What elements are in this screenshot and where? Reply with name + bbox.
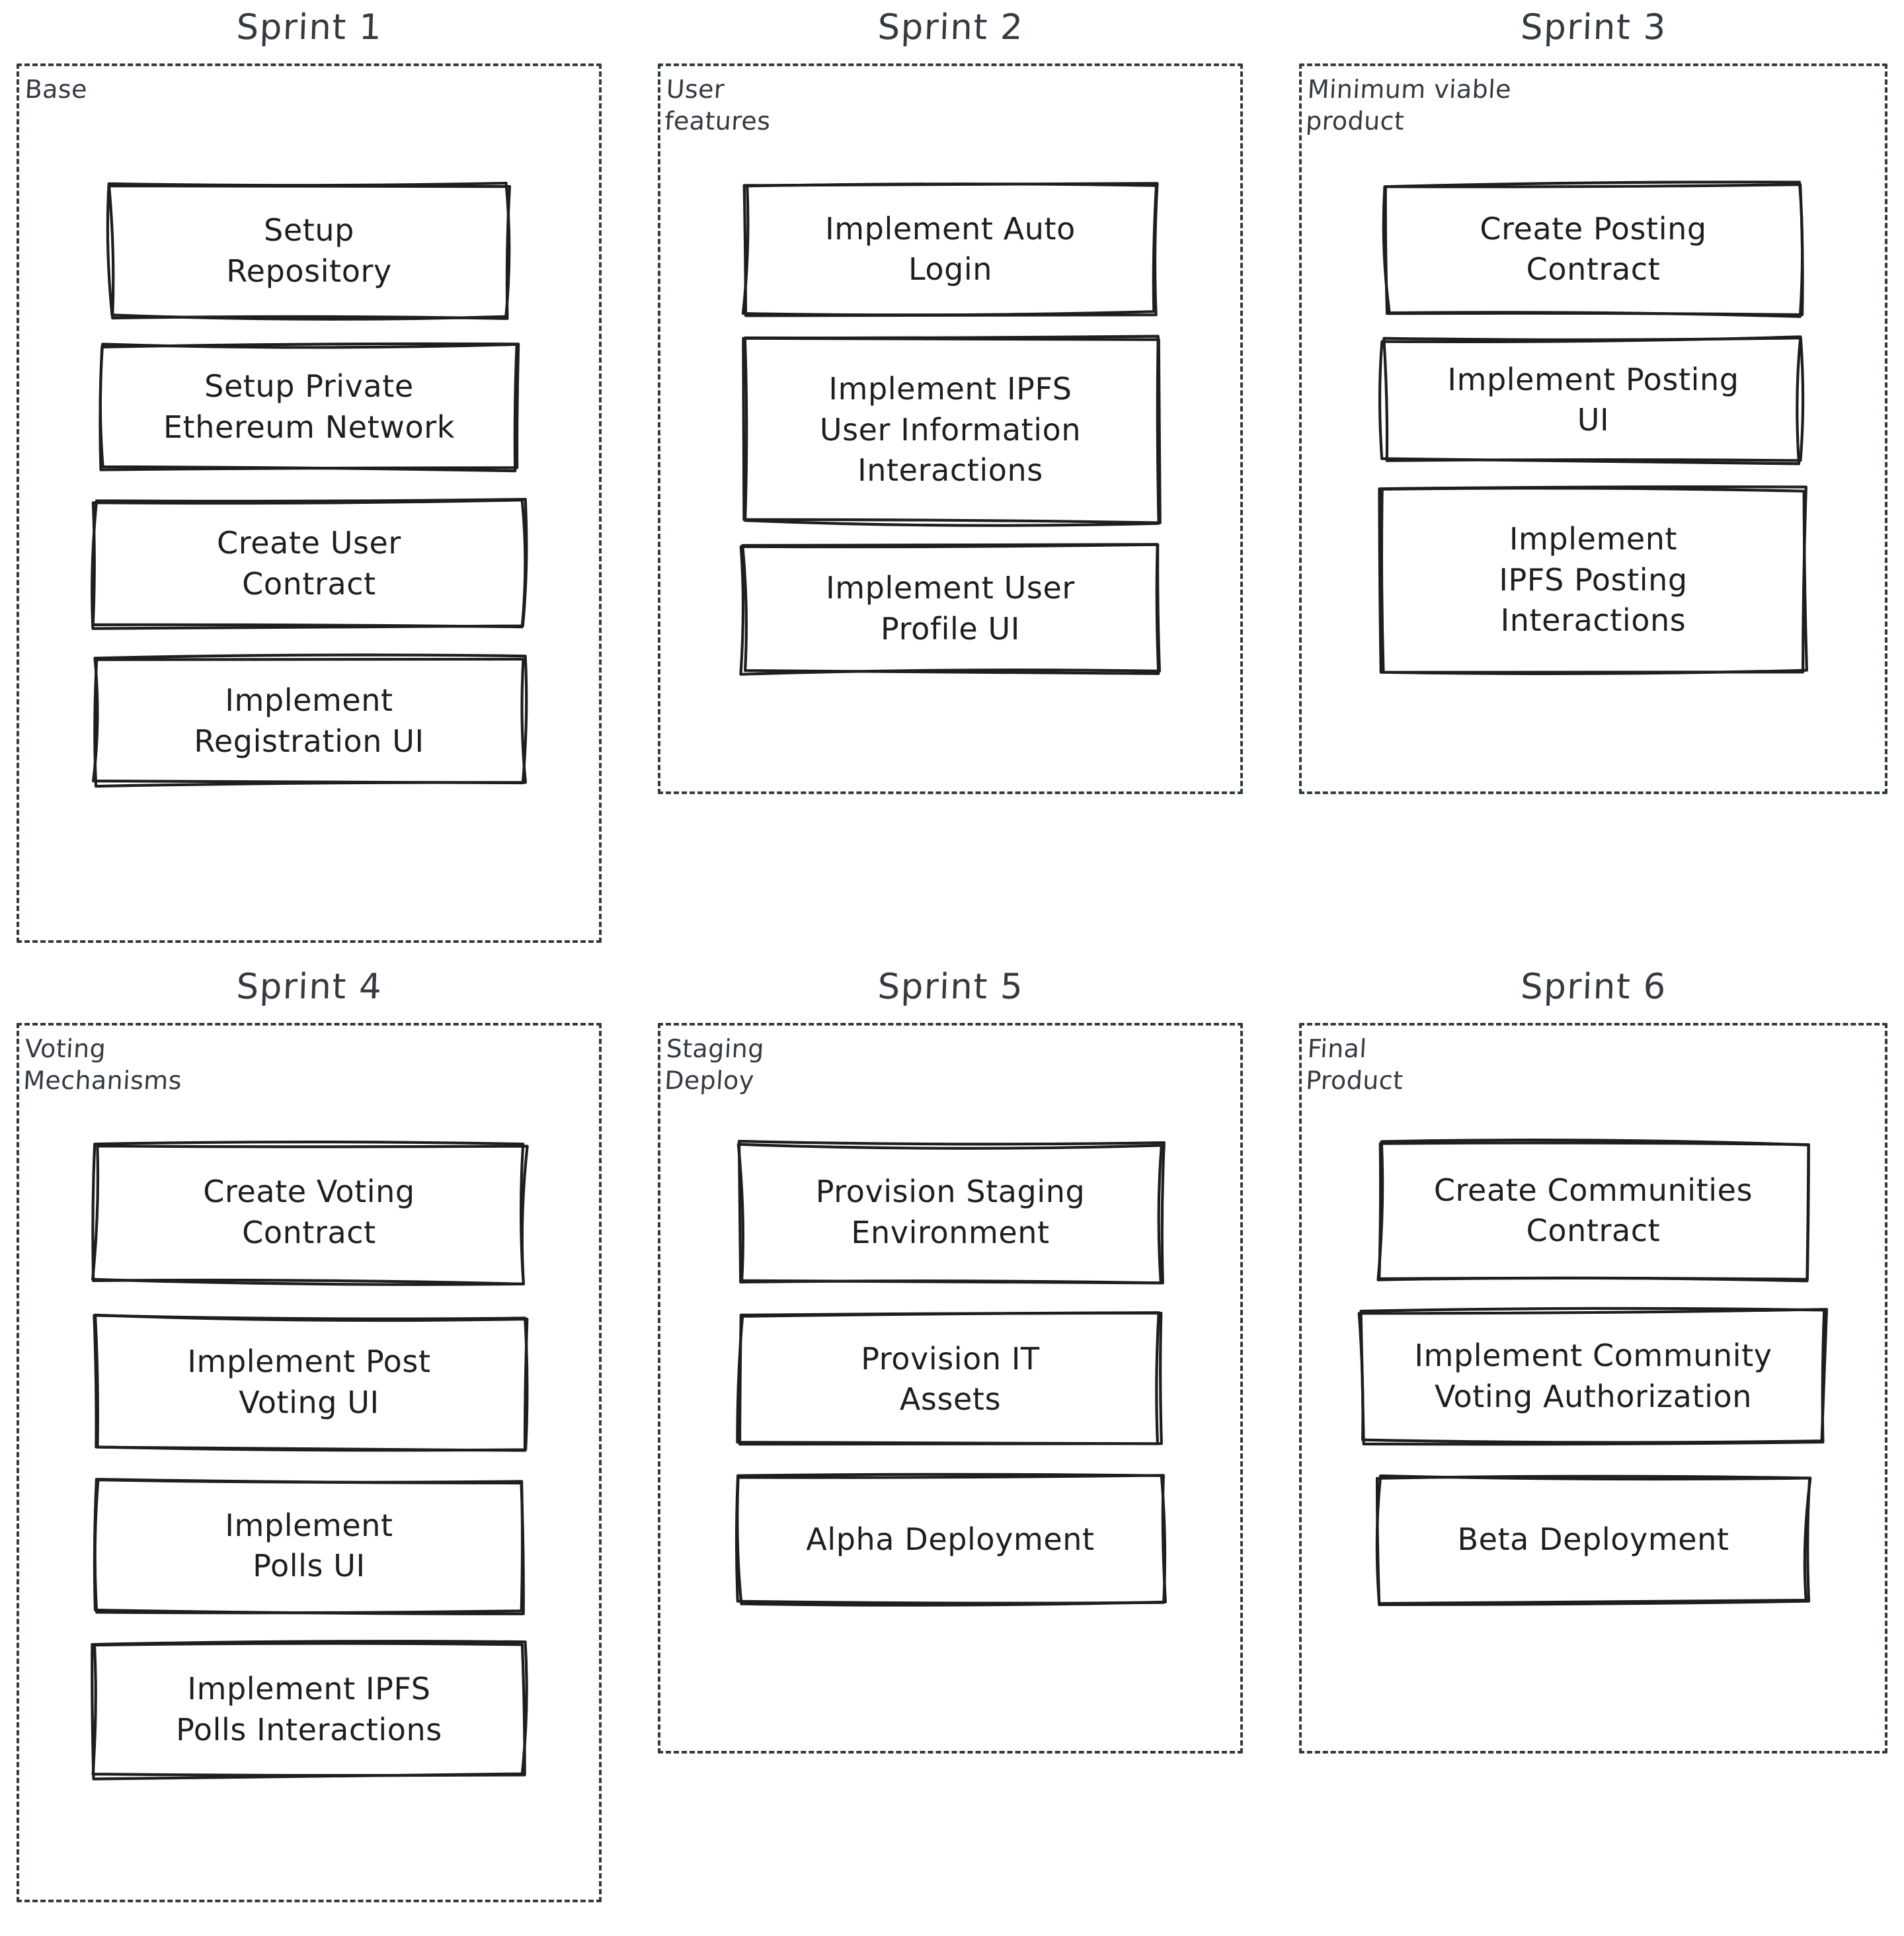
- task-card[interactable]: Implement Posting UI: [1378, 335, 1805, 465]
- task-card[interactable]: Implement Polls UI: [93, 1477, 525, 1615]
- task-card[interactable]: Alpha Deployment: [734, 1472, 1167, 1607]
- task-label: Implement User Profile UI: [826, 570, 1075, 647]
- sprint-title: Sprint 3: [1520, 7, 1667, 48]
- sprint-frame-label: Minimum viable product: [1305, 74, 1513, 136]
- task-label: Beta Deployment: [1457, 1521, 1729, 1558]
- task-label: Implement IPFS Polls Interactions: [176, 1671, 442, 1748]
- task-card[interactable]: Implement User Profile UI: [739, 542, 1161, 676]
- sprint-frame-label: Staging Deploy: [664, 1033, 765, 1095]
- task-label: Implement Polls UI: [225, 1507, 393, 1584]
- task-label: Implement Auto Login: [825, 210, 1076, 288]
- task-label: Setup Private Ethereum Network: [163, 368, 455, 445]
- task-label: Create Communities Contract: [1433, 1172, 1753, 1249]
- task-label: Provision IT Assets: [861, 1340, 1040, 1418]
- task-card[interactable]: Provision Staging Environment: [736, 1139, 1166, 1285]
- task-card[interactable]: Beta Deployment: [1375, 1474, 1812, 1606]
- sprint-title: Sprint 6: [1520, 967, 1667, 1007]
- task-label: Create Posting Contract: [1480, 210, 1707, 288]
- task-label: Implement IPFS User Information Interact…: [819, 371, 1082, 488]
- task-label: Implement Post Voting UI: [187, 1344, 431, 1420]
- task-label: Create User Contract: [217, 525, 401, 602]
- task-card[interactable]: Implement IPFS Posting Interactions: [1378, 485, 1808, 675]
- sprint-title: Sprint 5: [877, 967, 1025, 1007]
- task-label: Implement IPFS Posting Interactions: [1499, 521, 1688, 638]
- task-card[interactable]: Provision IT Assets: [736, 1311, 1163, 1445]
- sprint-title: Sprint 1: [235, 7, 383, 48]
- task-card[interactable]: Setup Private Ethereum Network: [98, 342, 520, 472]
- task-card[interactable]: Setup Repository: [106, 181, 511, 321]
- task-label: Implement Registration UI: [194, 682, 424, 759]
- task-label: Implement Community Voting Authorization: [1414, 1338, 1772, 1414]
- task-label: Implement Posting UI: [1447, 361, 1739, 438]
- sprint-frame-label: Voting Mechanisms: [22, 1033, 183, 1095]
- task-card[interactable]: Implement Registration UI: [91, 653, 528, 787]
- task-card[interactable]: Implement IPFS User Information Interact…: [741, 335, 1162, 527]
- task-card[interactable]: Implement Auto Login: [741, 181, 1159, 317]
- task-card[interactable]: Create Communities Contract: [1376, 1138, 1810, 1283]
- task-label: Provision Staging Environment: [815, 1174, 1086, 1250]
- sprint-frame-label: User features: [664, 74, 772, 136]
- task-card[interactable]: Implement Post Voting UI: [92, 1313, 528, 1452]
- sprint-frame-label: Base: [24, 74, 89, 104]
- sprint-title: Sprint 4: [235, 967, 383, 1007]
- task-card[interactable]: Implement IPFS Polls Interactions: [90, 1639, 528, 1781]
- task-label: Alpha Deployment: [806, 1521, 1095, 1558]
- sprint-title: Sprint 2: [877, 7, 1025, 48]
- task-card[interactable]: Implement Community Voting Authorization: [1357, 1307, 1829, 1446]
- sprint-frame-label: Final Product: [1305, 1033, 1404, 1095]
- task-card[interactable]: Create User Contract: [90, 497, 528, 630]
- task-label: Setup Repository: [226, 212, 392, 289]
- task-card[interactable]: Create Voting Contract: [91, 1140, 529, 1286]
- task-card[interactable]: Create Posting Contract: [1382, 180, 1804, 318]
- task-label: Create Voting Contract: [203, 1174, 415, 1250]
